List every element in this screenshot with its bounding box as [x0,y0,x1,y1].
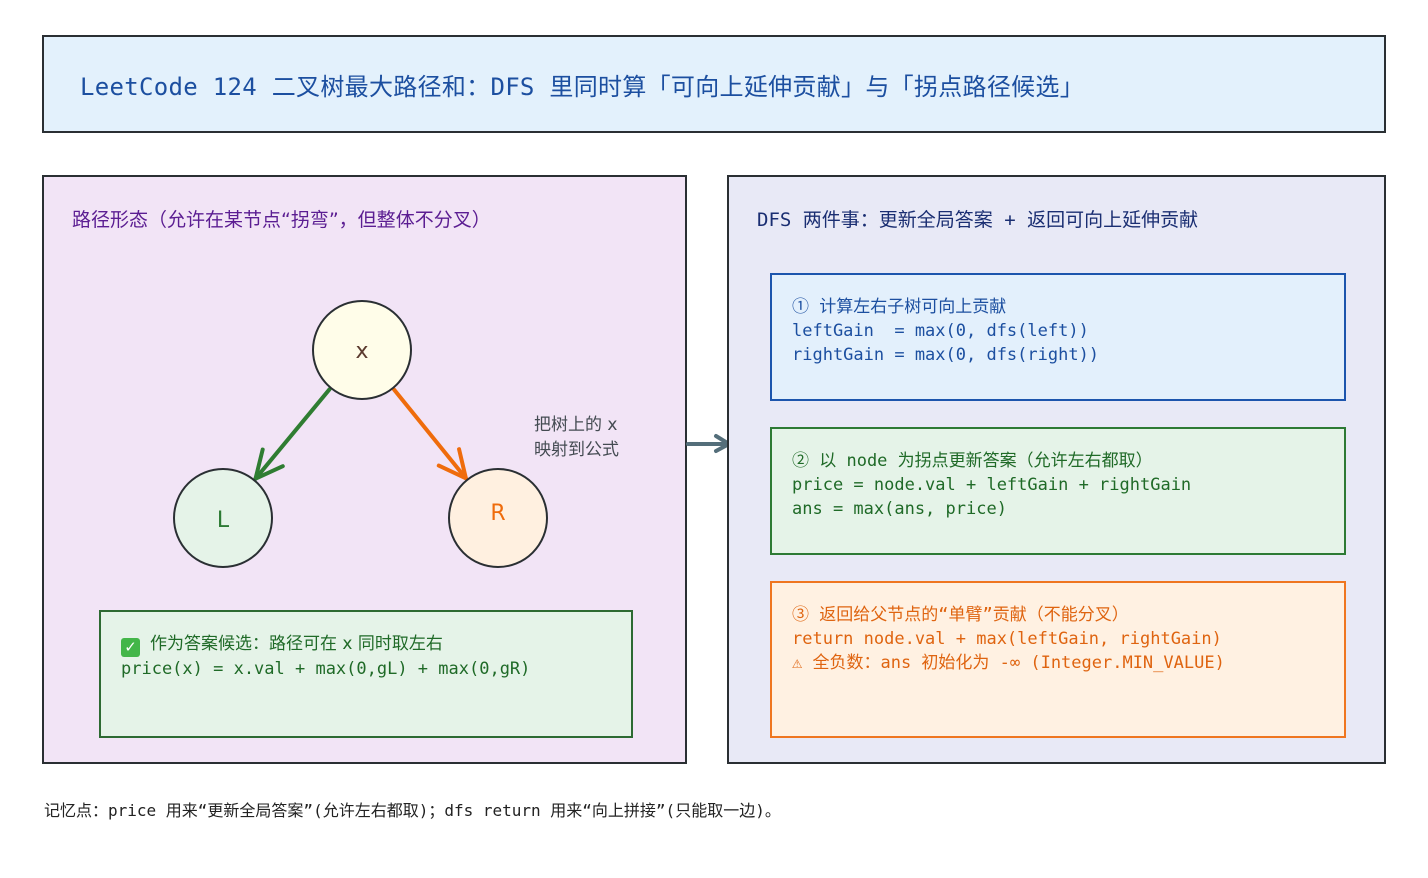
step-1-code-line: leftGain = max(0, dfs(left)) [792,321,1089,341]
edge-x-to-r-arrowhead [436,447,468,481]
step-2-heading: ② 以 node 为拐点更新答案（允许左右都取） [792,451,1153,471]
dfs-panel: DFS 两件事：更新全局答案 + 返回可向上延伸贡献 ① 计算左右子树可向上贡献… [727,175,1386,764]
tree-node-r: R [448,468,548,568]
dfs-panel-title: DFS 两件事：更新全局答案 + 返回可向上延伸贡献 [757,209,1199,231]
step-3-code-line: return node.val + max(leftGain, rightGai… [792,629,1222,649]
step-1-code-line: rightGain = max(0, dfs(right)) [792,345,1100,365]
path-shape-panel: 路径形态（允许在某节点“拐弯”，但整体不分叉） x L R 把树上的 x 映射到… [42,175,687,764]
node-l-circle [173,468,273,568]
title-banner: LeetCode 124 二叉树最大路径和：DFS 里同时算「可向上延伸贡献」与… [42,35,1386,133]
mapping-note-line-1: 把树上的 x [534,415,618,435]
tree-diagram: x L R [173,300,548,568]
step-3-warning-line: ⚠ 全负数：ans 初始化为 -∞ (Integer.MIN_VALUE) [792,653,1225,673]
step-1-card: ① 计算左右子树可向上贡献 leftGain = max(0, dfs(left… [770,273,1346,401]
tree-node-x: x [312,300,412,400]
node-x-circle [312,300,412,400]
tree-node-l: L [173,468,273,568]
mapping-note: 把树上的 x 映射到公式 [534,413,619,463]
answer-candidate-heading-row: ✓ 作为答案候选：路径可在 x 同时取左右 [121,632,611,657]
answer-candidate-heading: 作为答案候选：路径可在 x 同时取左右 [150,634,443,654]
step-3-card: ③ 返回给父节点的“单臂”贡献（不能分叉） return node.val + … [770,581,1346,738]
mapping-note-line-2: 映射到公式 [534,440,619,460]
step-1-heading: ① 计算左右子树可向上贡献 [792,297,1007,317]
edge-x-to-l-arrowhead [253,447,285,481]
edge-x-to-r [392,387,468,481]
node-r-circle [448,468,548,568]
path-shape-title: 路径形态（允许在某节点“拐弯”，但整体不分叉） [72,209,491,231]
node-l-label: L [217,508,230,533]
page-title: LeetCode 124 二叉树最大路径和：DFS 里同时算「可向上延伸贡献」与… [80,73,1085,101]
node-r-label: R [490,501,505,526]
edge-x-to-l [253,387,332,481]
step-2-card: ② 以 node 为拐点更新答案（允许左右都取） price = node.va… [770,427,1346,555]
node-x-label: x [355,339,368,364]
step-2-code-line: ans = max(ans, price) [792,499,1007,519]
check-mark-icon: ✓ [121,638,140,657]
answer-candidate-formula: price(x) = x.val + max(0,gL) + max(0,gR) [121,659,531,679]
step-2-code-line: price = node.val + leftGain + rightGain [792,475,1192,495]
memory-note: 记忆点：price 用来“更新全局答案”(允许左右都取)；dfs return … [44,801,781,820]
answer-candidate-card: ✓ 作为答案候选：路径可在 x 同时取左右 price(x) = x.val + … [99,610,633,738]
step-3-heading: ③ 返回给父节点的“单臂”贡献（不能分叉） [792,605,1129,625]
